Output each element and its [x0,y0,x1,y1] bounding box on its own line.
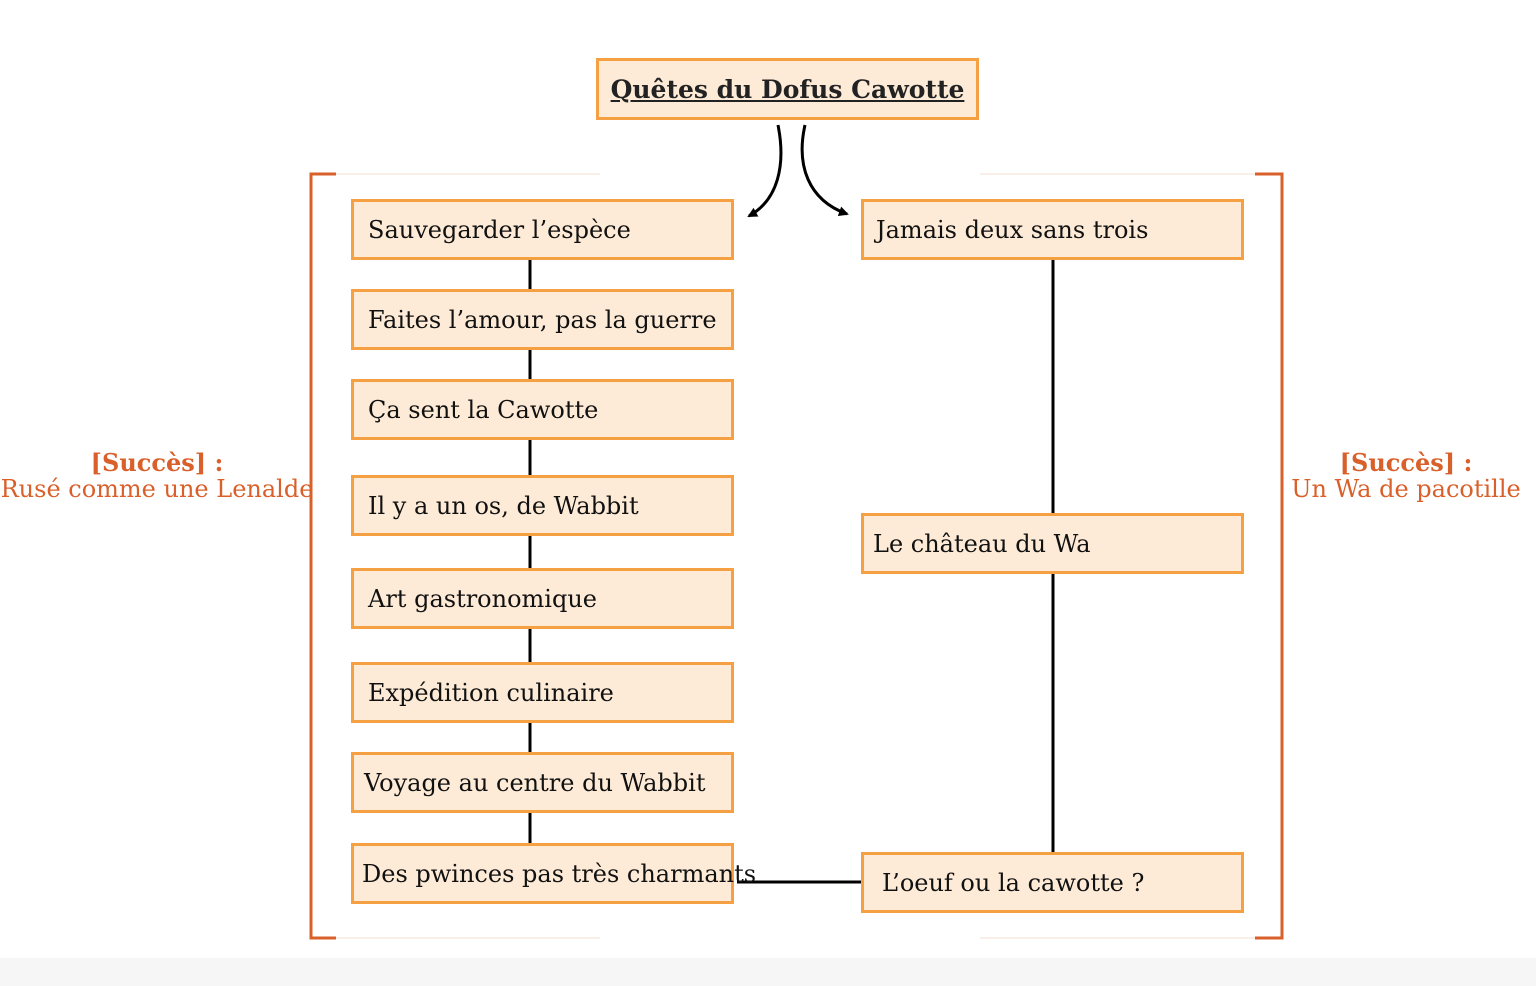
quest-box-faites-lamour: Faites l’amour, pas la guerre [351,289,734,350]
right-bracket [1255,172,1284,940]
achievement-right-heading: [Succès] : [1339,448,1473,477]
left-bracket [309,172,336,940]
quest-box-sauvegarder: Sauvegarder l’espèce [351,199,734,260]
quest-box-art-gastronomique: Art gastronomique [351,568,734,629]
quest-box-chateau-wa: Le château du Wa [861,513,1244,574]
achievement-left: [Succès] : Rusé comme une Lenalde [0,449,314,503]
diagram-title: Quêtes du Dofus Cawotte [596,58,979,120]
quest-box-pwinces: Des pwinces pas très charmants [351,843,756,904]
bottom-band [0,958,1536,986]
quest-box-jamais-deux: Jamais deux sans trois [861,199,1244,260]
quest-box-expedition: Expédition culinaire [351,662,734,723]
achievement-left-heading: [Succès] : [90,448,224,477]
quest-box-voyage: Voyage au centre du Wabbit [351,752,734,813]
achievement-left-name: Rusé comme une Lenalde [0,475,314,503]
quest-box-os-wabbit: Il y a un os, de Wabbit [351,475,734,536]
achievement-right-name: Un Wa de pacotille [1291,475,1521,503]
quest-box-oeuf-cawotte: L’oeuf ou la cawotte ? [861,852,1244,913]
quest-box-ca-sent: Ça sent la Cawotte [351,379,734,440]
title-to-right-arrow [800,124,849,216]
achievement-right: [Succès] : Un Wa de pacotille [1286,449,1526,503]
title-to-left-arrow [747,124,783,218]
